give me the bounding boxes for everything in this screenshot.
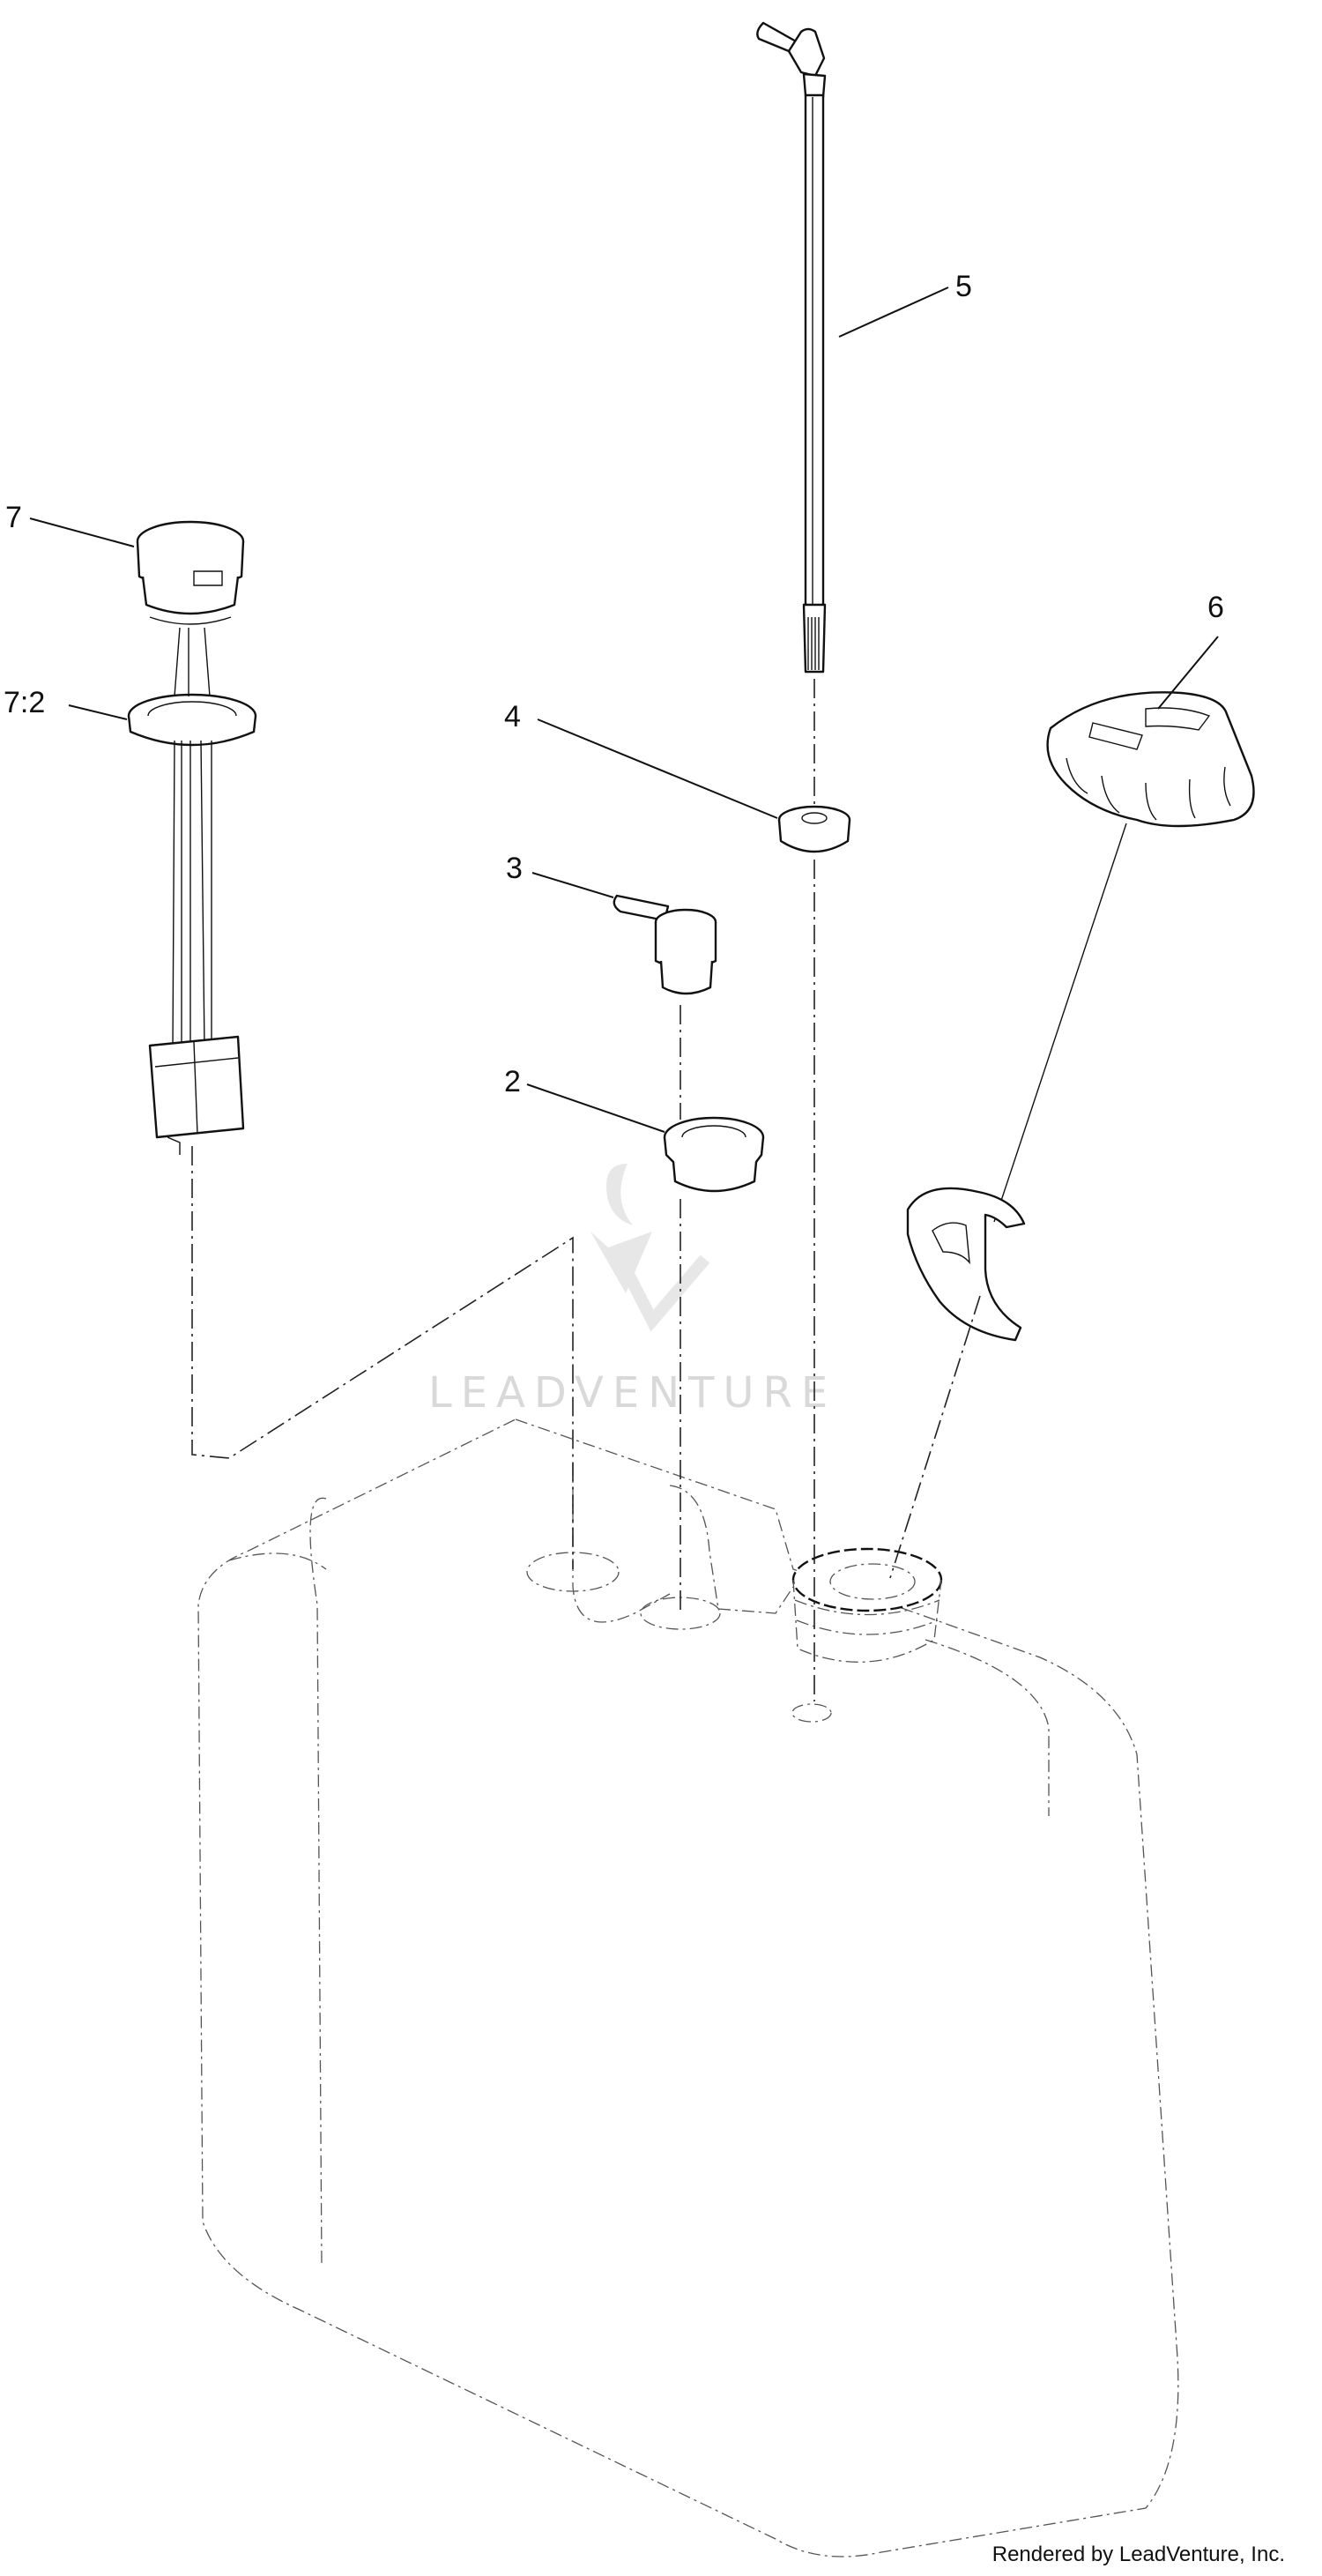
leader-line-7-2 xyxy=(68,704,128,720)
part-4-grommet xyxy=(777,805,851,853)
callout-7: 7 xyxy=(5,501,22,534)
leader-line-4 xyxy=(537,718,778,819)
fuel-tank xyxy=(197,1418,1179,2557)
filler-neck xyxy=(791,1547,943,1663)
callout-3: 3 xyxy=(506,852,523,885)
leader-line-7 xyxy=(29,517,135,547)
callout-4: 4 xyxy=(504,700,521,733)
part-2-bushing xyxy=(663,1116,765,1193)
part-5-fuel-pickup-tube xyxy=(756,21,827,674)
assembly-centerlines xyxy=(191,679,981,1701)
part-6-fuel-cap xyxy=(906,691,1255,1342)
leader-line-2 xyxy=(526,1083,665,1133)
callout-6: 6 xyxy=(1207,591,1224,624)
leader-line-6 xyxy=(1157,636,1219,710)
leader-line-3 xyxy=(531,872,614,898)
callout-2: 2 xyxy=(504,1065,521,1098)
callout-7-2: 7:2 xyxy=(4,686,45,719)
part-7-fuel-sender xyxy=(127,520,257,1155)
footer-credit: Rendered by LeadVenture, Inc. xyxy=(992,2542,1285,2566)
leader-line-5 xyxy=(838,287,949,338)
watermark-text: LEADVENTURE xyxy=(428,1368,836,1418)
part-3-vent-fitting xyxy=(613,894,717,995)
callout-5: 5 xyxy=(955,270,972,303)
watermark-logo xyxy=(590,1164,710,1332)
